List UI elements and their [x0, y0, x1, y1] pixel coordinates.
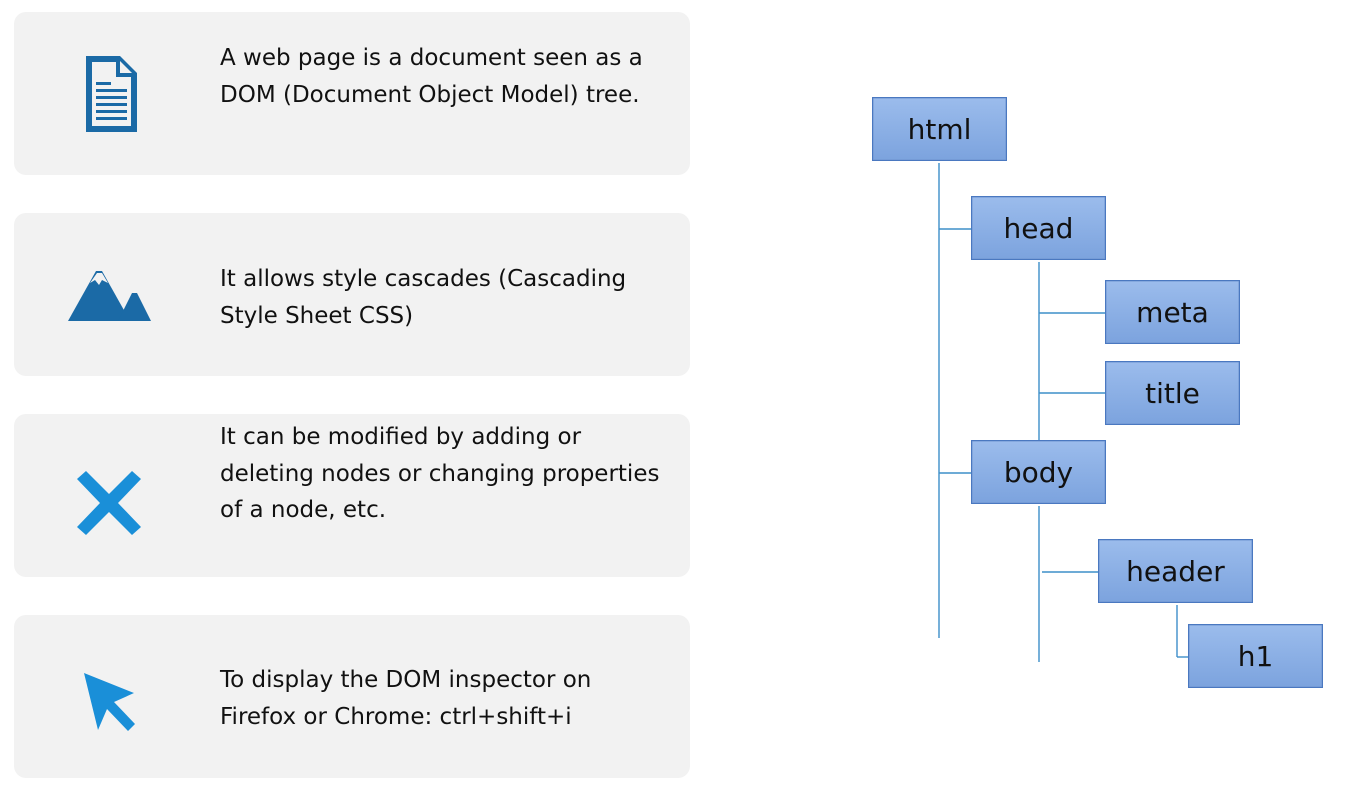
card-text: To display the DOM inspector on Firefox …: [220, 667, 592, 730]
info-card-dom-tree: A web page is a document seen as a DOM (…: [14, 12, 690, 175]
tree-node-meta: meta: [1105, 280, 1240, 344]
card-text: It can be modified by adding or deleting…: [220, 424, 660, 523]
card-text: It allows style cascades (Cascading Styl…: [220, 266, 627, 329]
tree-node-header: header: [1098, 539, 1253, 603]
info-card-style-cascades: It allows style cascades (Cascading Styl…: [14, 213, 690, 376]
info-card-modification: It can be modified by adding or deleting…: [14, 414, 690, 577]
cursor-icon: [64, 655, 164, 739]
tree-node-title: title: [1105, 361, 1240, 425]
document-icon: [64, 52, 164, 136]
cross-icon: [64, 454, 164, 538]
mountain-icon: [64, 253, 164, 337]
tree-node-head: head: [971, 196, 1106, 260]
info-card-dom-inspector: To display the DOM inspector on Firefox …: [14, 615, 690, 778]
tree-node-h1: h1: [1188, 624, 1323, 688]
tree-node-body: body: [971, 440, 1106, 504]
card-text: A web page is a document seen as a DOM (…: [220, 45, 643, 108]
tree-node-html: html: [872, 97, 1007, 161]
